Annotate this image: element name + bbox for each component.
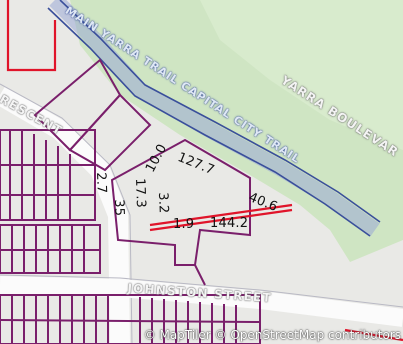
parcels-left	[0, 129, 261, 344]
measurement-label: 17.3	[132, 178, 149, 209]
johnston-road-edge	[0, 274, 403, 308]
trail-line-lower	[47, 7, 371, 237]
measurement-label: 3.2	[155, 192, 171, 214]
crescent-road	[0, 86, 130, 344]
parcels-middle	[33, 58, 251, 286]
red-boundaries	[6, 0, 403, 342]
trail-line-upper	[59, 0, 381, 223]
park-area-light	[200, 0, 403, 150]
map-attribution[interactable]: © MapTiler © OpenStreetMap contributors	[143, 328, 401, 342]
measurement-label: 35	[111, 199, 127, 217]
measurement-label: 2.7	[93, 172, 109, 194]
measurement-label: 144.2	[210, 216, 249, 231]
measurement-label: 1.9	[173, 217, 195, 232]
trail-corridor	[49, 0, 380, 237]
